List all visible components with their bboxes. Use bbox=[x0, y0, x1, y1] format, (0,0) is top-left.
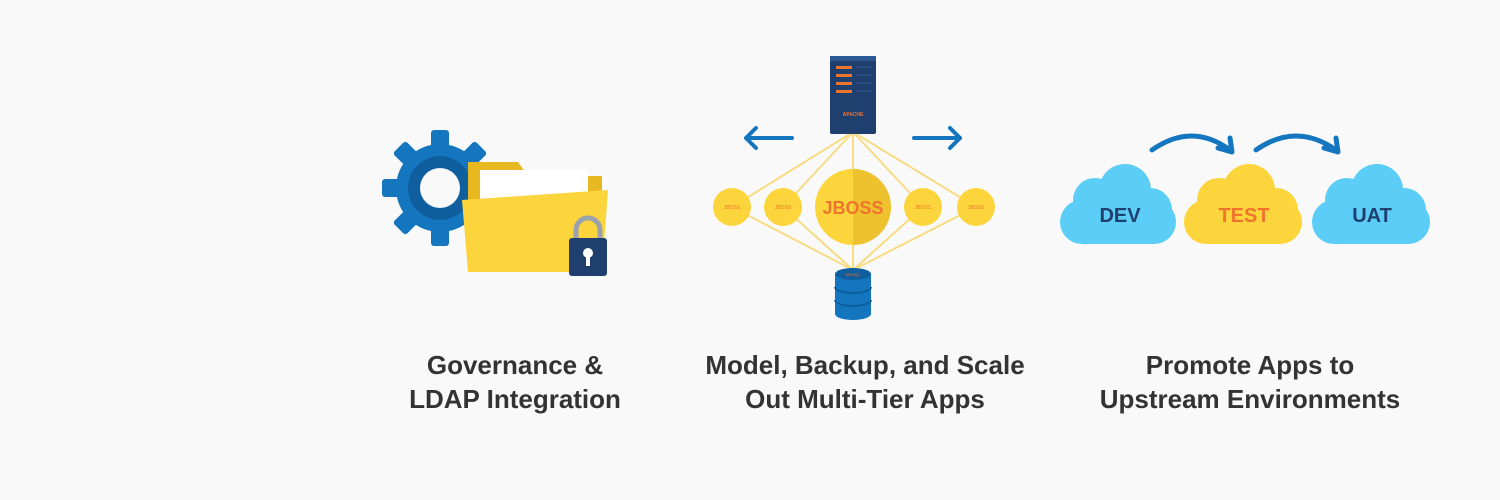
feature-caption: Governance & LDAP Integration bbox=[380, 348, 650, 416]
small-node: JBOSS bbox=[764, 188, 802, 226]
caption-line: Governance & bbox=[426, 350, 604, 380]
arrow-left-icon bbox=[744, 126, 794, 150]
cloud-test: TEST bbox=[1184, 164, 1302, 244]
caption-line: Model, Backup, and Scale bbox=[705, 350, 1025, 380]
caption-line: Upstream Environments bbox=[1099, 384, 1401, 414]
cloud-icon bbox=[1060, 164, 1176, 244]
svg-text:JBOSS: JBOSS bbox=[724, 205, 741, 211]
cloud-icon bbox=[1184, 164, 1302, 244]
cloud-label: DEV bbox=[1099, 205, 1141, 227]
database-label: MYSQL bbox=[846, 272, 861, 277]
cloud-label: TEST bbox=[1218, 205, 1269, 227]
small-node: JBOSS bbox=[957, 188, 995, 226]
svg-text:JBOSS: JBOSS bbox=[775, 205, 792, 211]
caption-line: LDAP Integration bbox=[409, 384, 621, 414]
small-node: JBOSS bbox=[904, 188, 942, 226]
arrow-right-icon bbox=[912, 126, 962, 150]
cloud-dev: DEV bbox=[1060, 164, 1176, 244]
cloud-uat: UAT bbox=[1312, 164, 1430, 244]
center-node-label: JBOSS bbox=[822, 198, 883, 218]
feature-multitier: APACHE JBOSS JBOSS JBOSS JBOSS bbox=[680, 0, 1050, 500]
cloud-label: UAT bbox=[1352, 205, 1392, 227]
server-label: APACHE bbox=[843, 112, 864, 118]
caption-line: Promote Apps to bbox=[1145, 350, 1355, 380]
database-icon: MYSQL bbox=[834, 268, 872, 320]
caption-line: Out Multi-Tier Apps bbox=[745, 384, 985, 414]
svg-text:JBOSS: JBOSS bbox=[968, 205, 985, 211]
center-node: JBOSS bbox=[815, 169, 891, 245]
feature-promote: DEV TEST UAT Promote Apps to Upstream En… bbox=[1050, 0, 1450, 500]
small-node: JBOSS bbox=[713, 188, 751, 226]
feature-governance: Governance & LDAP Integration bbox=[380, 0, 650, 500]
feature-caption: Promote Apps to Upstream Environments bbox=[1050, 348, 1450, 416]
curved-arrow-icon bbox=[1149, 133, 1235, 155]
promote-illustration: DEV TEST UAT bbox=[1060, 133, 1430, 244]
server-icon: APACHE bbox=[830, 56, 876, 134]
svg-text:JBOSS: JBOSS bbox=[915, 205, 932, 211]
curved-arrow-icon bbox=[1253, 133, 1341, 155]
connector-lines bbox=[731, 131, 977, 271]
cloud-icon bbox=[1312, 164, 1430, 244]
feature-caption: Model, Backup, and Scale Out Multi-Tier … bbox=[680, 348, 1050, 416]
multitier-illustration: APACHE JBOSS JBOSS JBOSS JBOSS bbox=[713, 56, 995, 320]
governance-illustration bbox=[382, 130, 608, 276]
padlock-icon bbox=[569, 215, 607, 276]
